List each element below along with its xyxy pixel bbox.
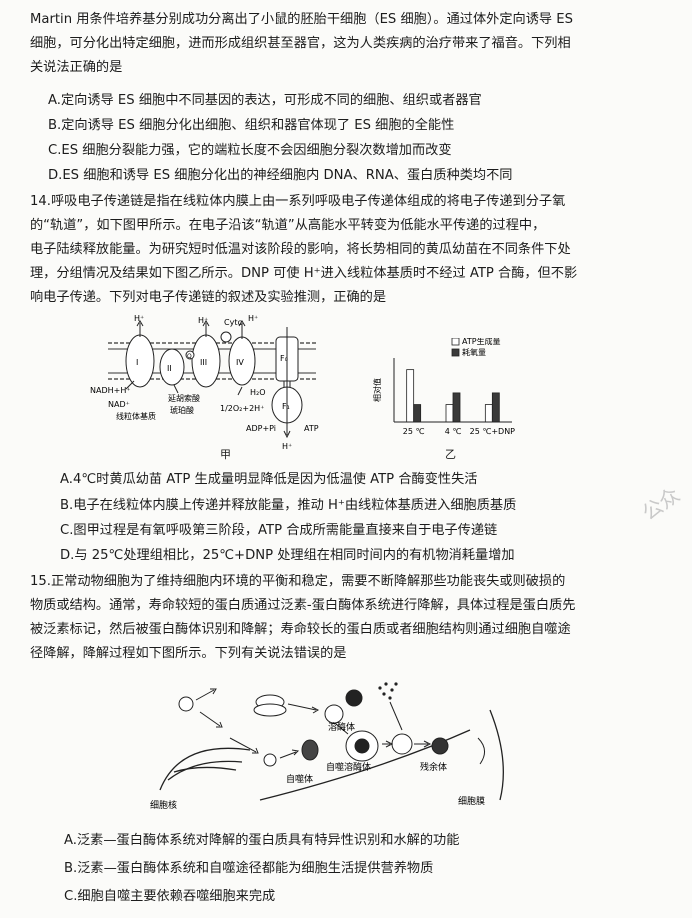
figure-autophagy-diagram: 溶酶体 自噬溶酶体 残余体 自噬体 细胞核 细胞膜 [150, 682, 504, 810]
endoplasmic-reticulum [167, 760, 243, 781]
organelle [263, 753, 277, 767]
q15-option-c: C.细胞自噬主要依赖吞噬细胞来完成 [64, 889, 276, 904]
q13-option-b: B.定向诱导 ES 细胞分化出细胞、组织和器官体现了 ES 细胞的全能性 [48, 118, 455, 133]
label-h-top2: H⁺ [198, 316, 208, 325]
label-fumarate: 延胡索酸 [168, 393, 200, 403]
q14-stem: 14.呼吸电子传递链是指在线粒体内膜上由一系列呼吸电子传递体组成的将电子传递到分… [30, 190, 670, 310]
q13-stem: Martin 用条件培养基分别成功分离出了小鼠的胚胎干细胞（ES 细胞）。通过体… [30, 8, 670, 80]
label-cytc: Cytc [224, 318, 242, 327]
legend-label: 耗氧量 [462, 347, 486, 357]
y-axis-label: 相对值 [372, 378, 382, 402]
q13-stem-line: 细胞，可分化出特定细胞，进而形成组织甚至器官，这为人类疾病的治疗带来了福音。下列… [30, 36, 571, 51]
label-atp: ATP [304, 424, 319, 433]
q15-option-b: B.泛素—蛋白酶体系统和自噬途径都能为细胞生活提供营养物质 [64, 861, 434, 876]
q13-option-d: D.ES 细胞和诱导 ES 细胞分化出的神经细胞内 DNA、RNA、蛋白质种类均… [48, 168, 513, 183]
label-fo: F₀ [280, 354, 288, 363]
nucleus-envelope [159, 747, 251, 791]
q14-stem-line: 14.呼吸电子传递链是指在线粒体内膜上由一系列呼吸电子传递体组成的将电子传递到分… [30, 194, 566, 209]
label-succinate: 琥珀酸 [170, 405, 194, 415]
q14-option-d: D.与 25℃处理组相比，25℃+DNP 处理组在相同时间内的有机物消耗量增加 [60, 548, 515, 563]
label-adp: ADP+Pi [246, 424, 276, 433]
x-tick-label: 4 ℃ [445, 427, 462, 436]
proton-arrows [125, 320, 291, 439]
q15-stem-line: 径降解，降解过程如下图所示。下列有关说法错误的是 [30, 646, 347, 661]
complex-i [125, 334, 155, 388]
cell-edge-curve [259, 729, 471, 801]
lysosome-dense [345, 689, 363, 707]
cell-membrane-line [489, 709, 504, 801]
bar-atp-2 [484, 404, 493, 423]
q13-option-a: A.定向诱导 ES 细胞中不同基因的表达，可形成不同的细胞、组织或者器官 [48, 93, 482, 108]
label-h-top3: H⁺ [248, 315, 258, 323]
complex-ii [159, 348, 185, 386]
released-particles [378, 682, 398, 700]
bar-oxygen-2 [491, 392, 500, 423]
legend-swatch [451, 348, 460, 357]
endoplasmic-reticulum [173, 766, 237, 773]
q15-stem-line: 被泛素标记，然后被蛋白酶体识别和降解；寿命较长的蛋白质或者细胞结构则通过细胞自噬… [30, 622, 571, 637]
watermark: 公众 [637, 482, 685, 526]
q14-stem-line: 电子陆续释放能量。为研究短时低温对该阶段的影响，将长势相同的黄瓜幼苗在不同条件下… [30, 242, 571, 257]
vesicle [178, 696, 194, 712]
figure-jia-caption: 甲 [220, 448, 231, 461]
label-complex-ii: II [167, 364, 172, 373]
label-q: Q [187, 353, 192, 360]
x-tick-label: 25 ℃ [403, 427, 425, 436]
label-autophagosome: 自噬体 [286, 773, 313, 785]
label-matrix: 线粒体基质 [116, 411, 156, 421]
label-autolysosome: 自噬溶酶体 [326, 761, 371, 773]
ubiquinone-q [185, 350, 195, 360]
label-complex-iii: III [200, 358, 207, 367]
q14-option-c: C.图甲过程是有氧呼吸第三阶段，ATP 合成所需能量直接来自于电子传递链 [60, 523, 498, 538]
bar-oxygen-1 [452, 392, 461, 423]
figure-etc-diagram: H⁺ H⁺ Cytc H⁺ I II III IV Q NADH+H⁺ NAD⁺… [90, 315, 319, 451]
q14-stem-line: 理，分组情况及结果如下图乙所示。DNP 可使 H⁺进入线粒体基质时不经过 ATP… [30, 266, 578, 281]
label-water: H₂O [250, 388, 266, 397]
q13-option-c: C.ES 细胞分裂能力强，它的端粒长度不会因细胞分裂次数增加而改变 [48, 143, 452, 158]
label-h-bottom: H⁺ [282, 442, 292, 451]
process-arrows [195, 688, 432, 759]
bar-group [406, 369, 500, 423]
label-nadh: NADH+H⁺ [90, 386, 131, 395]
cytc-protein [220, 331, 232, 343]
q15-stem-line: 物质或结构。通常，寿命较短的蛋白质通过泛素-蛋白酶体系统进行降解，具体过程是蛋白… [30, 598, 576, 613]
label-lysosome: 溶酶体 [328, 721, 355, 733]
q15-stem-line: 15.正常动物细胞为了维持细胞内环境的平衡和稳定，需要不断降解那些功能丧失或则破… [30, 574, 566, 589]
legend-swatch [451, 338, 460, 346]
q14-option-a: A.4℃时黄瓜幼苗 ATP 生成量明显降低是因为低温使 ATP 合酶变性失活 [60, 472, 478, 487]
bar-atp-1 [445, 404, 454, 423]
autolysosome-core [354, 738, 370, 754]
bar-oxygen-0 [413, 404, 422, 423]
q15-option-a: A.泛素—蛋白酶体系统对降解的蛋白质具有特异性识别和水解的功能 [64, 833, 460, 848]
label-complex-iv: IV [236, 358, 244, 367]
exocytosis-curve [477, 737, 485, 765]
legend-label: ATP生成量 [462, 338, 501, 346]
q14-stem-line: 的“轨道”，如下图甲所示。在电子沿该“轨道”从高能水平转变为低能水平传递的过程中… [30, 218, 546, 233]
label-oxygen: 1/2O₂+2H⁺ [220, 404, 264, 413]
label-f1: F₁ [282, 402, 290, 411]
bar-atp-0 [406, 369, 415, 423]
label-nad: NAD⁺ [108, 400, 130, 409]
x-tick-labels: 25 ℃ 4 ℃ 25 ℃+DNP [403, 427, 515, 436]
golgi-apparatus [253, 703, 287, 717]
q15-stem: 15.正常动物细胞为了维持细胞内环境的平衡和稳定，需要不断降解那些功能丧失或则破… [30, 570, 670, 666]
degrading-vesicle [391, 733, 413, 755]
residual-body [431, 737, 449, 755]
label-complex-i: I [136, 358, 138, 367]
lysosome [324, 704, 344, 724]
q13-stem-line: 关说法正确的是 [30, 60, 123, 75]
q14-stem-line: 响电子传递。下列对电子传递链的叙述及实验推测，正确的是 [30, 290, 387, 305]
x-tick-label: 25 ℃+DNP [470, 427, 516, 436]
q14-option-b: B.电子在线粒体内膜上传递并释放能量，推动 H⁺由线粒体基质进入细胞质基质 [60, 498, 517, 513]
label-h-top: H⁺ [134, 315, 144, 323]
label-residual-body: 残余体 [420, 761, 447, 773]
label-cell-membrane: 细胞膜 [458, 795, 485, 807]
q13-stem-line: Martin 用条件培养基分别成功分离出了小鼠的胚胎干细胞（ES 细胞）。通过体… [30, 12, 574, 27]
figure-yi-caption: 乙 [445, 448, 456, 461]
label-nucleus: 细胞核 [150, 799, 177, 810]
autophagosome [301, 739, 319, 761]
